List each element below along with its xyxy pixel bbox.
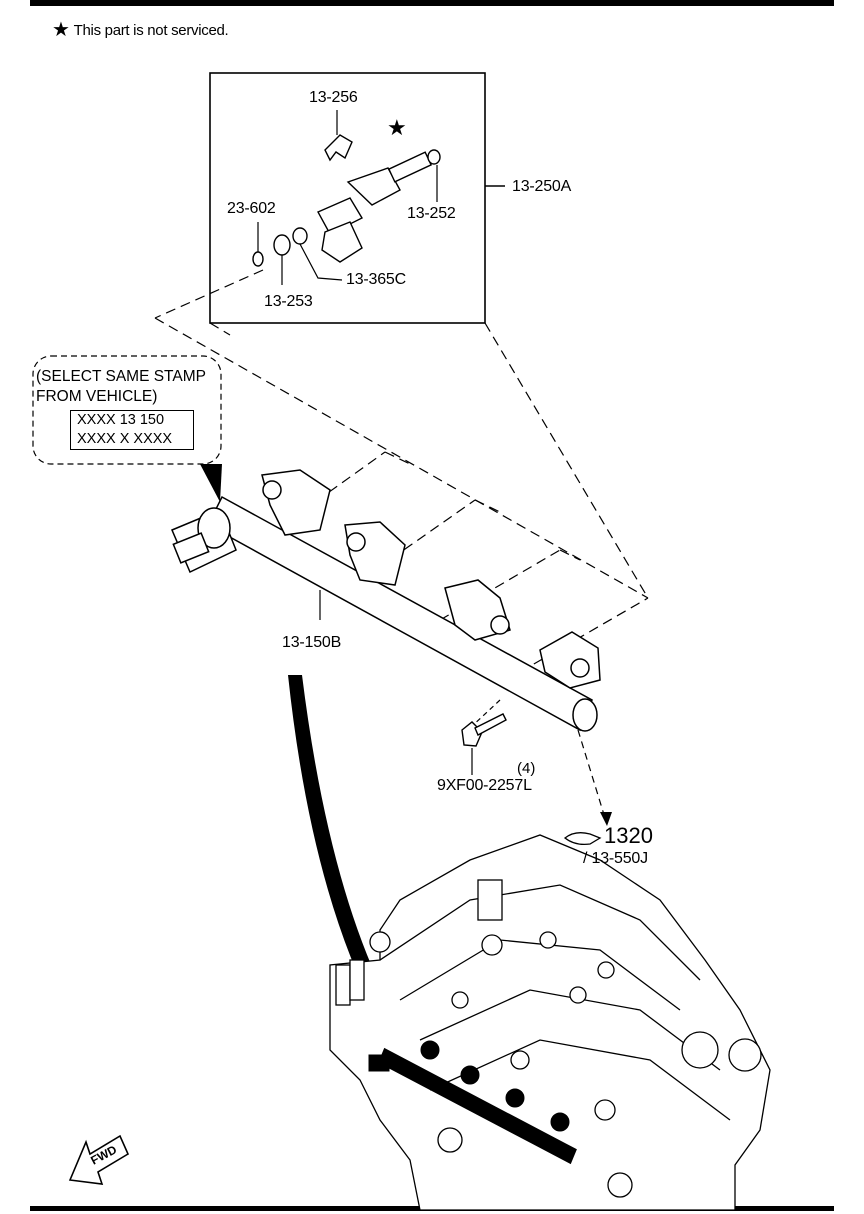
stamp-code-1: XXXX 13 150: [77, 412, 165, 428]
label-clip: 13-256: [309, 89, 358, 106]
star-icon: ★: [387, 115, 407, 140]
injector: [252, 134, 441, 267]
bolt: [461, 713, 507, 747]
label-fuel-rail: 13-150B: [282, 634, 342, 651]
top-border: [30, 0, 834, 6]
stamp-instruction: (SELECT SAME STAMP FROM VEHICLE): [36, 367, 206, 407]
engine-block: [329, 834, 771, 1211]
book-reference-icon: [563, 832, 602, 846]
arrow-to-engine: [600, 812, 612, 826]
injector-inset-box: [209, 72, 486, 324]
bolt-quantity: (4): [517, 760, 536, 777]
label-insulator: 13-365C: [346, 271, 406, 288]
rail-to-engine-pointer: [288, 675, 398, 1028]
service-note-text: This part is not serviced.: [73, 21, 229, 39]
stamp-line-1: (SELECT SAME STAMP: [36, 368, 206, 385]
stamp-callout: [32, 355, 222, 465]
reference-sub: / 13-550J: [583, 850, 648, 867]
installed-fuel-rail: [368, 1040, 577, 1165]
stamp-line-2: FROM VEHICLE): [36, 388, 158, 405]
label-13-250A: 13-250A: [512, 178, 572, 195]
label-washer: 13-253: [264, 293, 313, 310]
fuel-rail: [171, 469, 601, 732]
inset-leaders: [257, 110, 438, 285]
stamp-code-box: XXXX 13 150 XXXX X XXXX: [70, 410, 194, 450]
service-note: ★ This part is not serviced.: [52, 19, 229, 41]
reference-section: 1320: [604, 823, 653, 848]
label-bolt: 9XF00-2257L: [437, 777, 532, 794]
label-seal: 23-602: [227, 200, 276, 217]
fwd-arrow-icon: [68, 1134, 130, 1185]
stamp-pointer: [200, 464, 222, 502]
stamp-code-2: XXXX X XXXX: [77, 431, 173, 447]
star-icon: ★: [52, 19, 70, 41]
label-o-ring: 13-252: [407, 205, 456, 222]
